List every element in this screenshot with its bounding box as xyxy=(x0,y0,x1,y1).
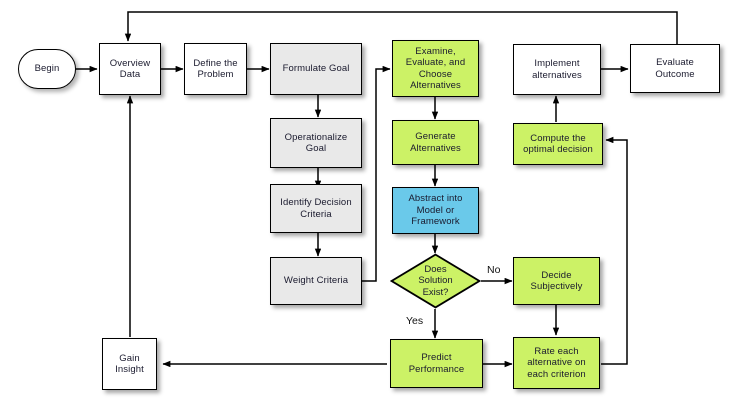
edge-label-yes: Yes xyxy=(406,315,424,327)
node-predict-performance[interactable]: Predict Performance xyxy=(390,339,483,388)
node-evaluate-outcome[interactable]: Evaluate Outcome xyxy=(630,44,720,93)
node-implement-alternatives-label: Implement alternatives xyxy=(532,58,582,81)
node-gain-insight-label: Gain Insight xyxy=(115,352,144,376)
node-evaluate-outcome-label: Evaluate Outcome xyxy=(655,57,695,80)
node-decide-subjectively-label: Decide Subjectively xyxy=(530,269,583,293)
edge-label-no: No xyxy=(487,264,501,276)
node-does-solution-exist-label: Does Solution Exist? xyxy=(418,263,453,298)
edge-rate-compute xyxy=(601,136,628,365)
node-examine-evaluate-choose-label: Examine, Evaluate, and Choose Alternativ… xyxy=(405,45,466,92)
node-gain-insight[interactable]: Gain Insight xyxy=(102,338,157,390)
node-begin[interactable]: Begin xyxy=(18,49,76,89)
node-decide-subjectively[interactable]: Decide Subjectively xyxy=(513,257,600,305)
node-predict-performance-label: Predict Performance xyxy=(408,352,465,375)
node-identify-decision-criteria-label: Identify Decision Criteria xyxy=(280,197,352,220)
node-weight-criteria[interactable]: Weight Criteria xyxy=(270,257,362,305)
node-does-solution-exist[interactable]: Does Solution Exist? xyxy=(390,253,481,309)
node-define-problem[interactable]: Define the Problem xyxy=(184,43,247,95)
node-weight-criteria-label: Weight Criteria xyxy=(283,275,349,287)
node-examine-evaluate-choose[interactable]: Examine, Evaluate, and Choose Alternativ… xyxy=(392,40,479,97)
node-rate-each-alternative[interactable]: Rate each alternative on each criterion xyxy=(513,337,600,389)
edge-weight-examine xyxy=(361,65,391,282)
node-generate-alternatives[interactable]: Generate Alternatives xyxy=(392,120,479,165)
node-abstract-into-model-label: Abstract into Model or Framework xyxy=(408,193,463,228)
node-implement-alternatives[interactable]: Implement alternatives xyxy=(513,44,601,95)
edge-evaluate-overview xyxy=(124,11,678,45)
node-rate-each-alternative-label: Rate each alternative on each criterion xyxy=(527,345,586,380)
node-formulate-goal[interactable]: Formulate Goal xyxy=(270,43,362,95)
node-compute-optimal-decision-label: Compute the optimal decision xyxy=(523,132,593,156)
node-formulate-goal-label: Formulate Goal xyxy=(282,63,350,75)
node-abstract-into-model[interactable]: Abstract into Model or Framework xyxy=(392,187,479,234)
node-operationalize-goal[interactable]: Operationalize Goal xyxy=(270,118,362,168)
node-operationalize-goal-label: Operationalize Goal xyxy=(284,131,348,155)
node-compute-optimal-decision[interactable]: Compute the optimal decision xyxy=(513,123,603,165)
node-overview-data[interactable]: Overview Data xyxy=(99,43,161,95)
diamond-shape xyxy=(390,253,481,309)
node-generate-alternatives-label: Generate Alternatives xyxy=(410,131,461,154)
node-begin-label: Begin xyxy=(34,63,60,75)
node-define-problem-label: Define the Problem xyxy=(193,57,238,81)
node-overview-data-label: Overview Data xyxy=(109,57,151,81)
node-identify-decision-criteria[interactable]: Identify Decision Criteria xyxy=(270,184,362,233)
